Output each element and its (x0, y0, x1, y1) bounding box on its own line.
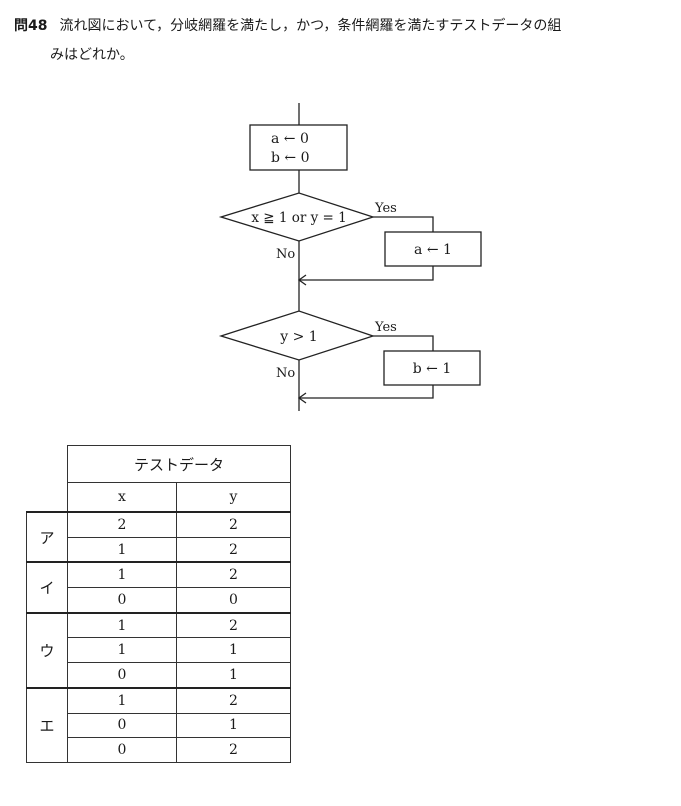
table-header-row: テストデータ (26, 445, 291, 513)
cell-y: 0 (176, 587, 291, 614)
option-label: イ (26, 561, 68, 614)
init-b-label: b ← 0 (271, 150, 310, 166)
merge-line-1 (299, 266, 434, 281)
decision-1-yes: Yes (374, 201, 397, 216)
question-text-2: みはどれか。 (50, 47, 134, 63)
cell-y: 2 (176, 510, 291, 538)
cell-y: 2 (176, 737, 291, 763)
cell-x: 0 (67, 712, 177, 739)
cell-x: 1 (67, 536, 177, 563)
table-title: テストデータ (67, 445, 291, 483)
cell-x: 0 (67, 662, 177, 689)
decision-2-yes: Yes (374, 320, 397, 335)
decision-2-no: No (276, 366, 295, 381)
option-label: エ (26, 686, 68, 763)
column-header-y: y (176, 482, 291, 513)
cell-x: 0 (67, 737, 177, 763)
cell-x: 1 (67, 611, 177, 639)
cell-y: 2 (176, 536, 291, 563)
question-number: 問48 (14, 18, 48, 34)
init-a-label: a ← 0 (271, 131, 309, 147)
process-box-2 (383, 350, 481, 386)
yes-branch-2 (373, 335, 434, 351)
cell-y: 1 (176, 637, 291, 664)
decision-1-no: No (276, 247, 295, 262)
process-1-label: a ← 1 (414, 242, 452, 258)
yes-branch-1 (373, 216, 434, 232)
cell-y: 1 (176, 662, 291, 689)
question-text-1: 流れ図において，分岐網羅を満たし，かつ，条件網羅を満たすテストデータの組 (59, 18, 562, 34)
merge-line-2 (299, 385, 434, 399)
cell-x: 2 (67, 510, 177, 538)
cell-y: 1 (176, 712, 291, 739)
column-header-x: x (67, 482, 177, 513)
flowchart: a ← 0 b ← 0 x ≧ 1 or y = 1 Yes No a ← 1 … (218, 103, 482, 411)
cell-x: 1 (67, 686, 177, 714)
cell-x: 1 (67, 637, 177, 664)
option-label: ウ (26, 611, 68, 689)
process-2-label: b ← 1 (413, 361, 452, 377)
decision-1-label: x ≧ 1 or y = 1 (251, 210, 346, 226)
cell-y: 2 (176, 686, 291, 714)
option-label: ア (26, 510, 68, 563)
cell-y: 2 (176, 561, 291, 589)
cell-x: 1 (67, 561, 177, 589)
question-line-2: みはどれか。 (14, 41, 669, 70)
question-line-1: 問48 流れ図において，分岐網羅を満たし，かつ，条件網羅を満たすテストデータの組 (14, 12, 669, 41)
cell-x: 0 (67, 587, 177, 614)
cell-y: 2 (176, 611, 291, 639)
table-corner (26, 445, 68, 513)
decision-2-label: y > 1 (279, 329, 317, 345)
